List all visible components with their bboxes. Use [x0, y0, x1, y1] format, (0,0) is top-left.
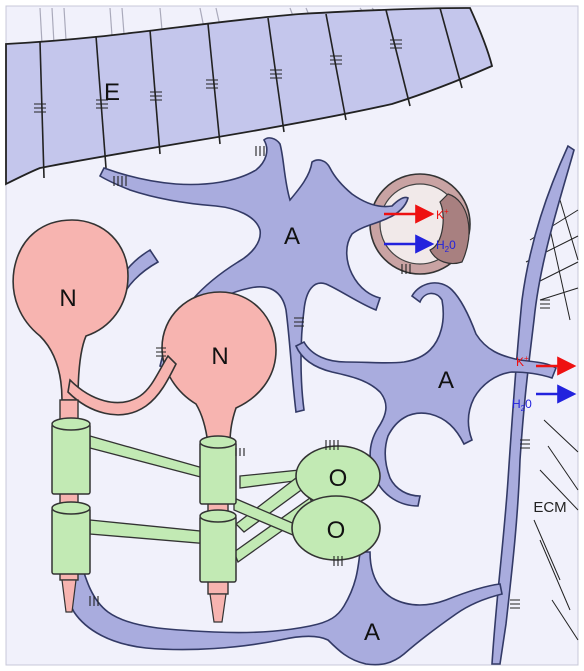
vessel-potassium-flux: K+	[384, 204, 449, 224]
astrocyte-1-label: A	[284, 223, 300, 250]
myelin-sheaths	[51, 417, 237, 583]
ecm-k-text: K+	[516, 354, 529, 369]
neuron-1-label: N	[59, 285, 76, 312]
gap-junctions	[89, 146, 550, 609]
astrocyte-2-label: A	[438, 367, 454, 394]
astrocyte-3-label: A	[364, 619, 380, 646]
oligodendrocyte-1-label: O	[329, 465, 348, 492]
ependymal-layer	[5, 7, 494, 186]
vessel-water-flux: H20	[384, 234, 456, 254]
neuron-2-dendrite	[67, 354, 177, 416]
ecm-potassium-flux: K+	[516, 354, 577, 376]
neuron-2-label: N	[211, 343, 228, 370]
oligodendrocyte-2	[291, 495, 381, 561]
astrocyte-2	[294, 282, 557, 507]
pericyte	[429, 193, 470, 265]
vessel-k-text: K+	[436, 207, 449, 222]
oligodendrocyte-2-label: O	[327, 517, 346, 544]
ecm-water-text: H20	[512, 397, 532, 413]
blood-vessel	[369, 173, 471, 275]
astrocyte-3	[66, 551, 503, 666]
ependymal-label: E	[104, 79, 120, 106]
ecm-label: ECM	[533, 499, 566, 516]
vessel-water-text: H20	[436, 238, 456, 254]
astrocyte-endfoot-strip	[491, 144, 575, 665]
ecm-water-flux: H20	[512, 384, 577, 413]
